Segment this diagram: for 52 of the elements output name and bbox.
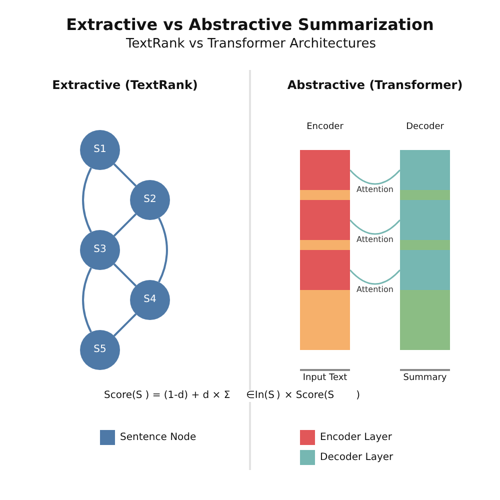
sentence-node [80, 230, 120, 270]
graph-edge [113, 263, 137, 287]
attention-arc [349, 269, 401, 285]
node-label: S2 [144, 194, 156, 206]
graph-edge [113, 313, 137, 337]
sentence-node [80, 330, 120, 370]
sentence-node [130, 280, 170, 320]
edge-label: Attention [356, 235, 394, 244]
edge-label: Attention [356, 285, 394, 294]
node-label: S1 [94, 144, 106, 156]
attention-arc [349, 169, 401, 185]
formula-text: ∈In(S [246, 390, 274, 402]
column-footer: Input Text [300, 369, 350, 384]
section-heading: Extractive (TextRank) [52, 79, 198, 93]
legend-label: Encoder Layer [320, 432, 392, 444]
node-label: S5 [94, 344, 106, 356]
section-heading: Abstractive (Transformer) [287, 79, 463, 93]
decoder-layer [400, 150, 450, 190]
decoder-sublayer [400, 190, 450, 200]
decoder-layer [400, 200, 450, 240]
sentence-node [130, 180, 170, 220]
encoder-layer [300, 200, 350, 240]
graph-edge [82, 267, 92, 333]
graph-edge [82, 167, 92, 233]
encoder-layer [300, 250, 350, 290]
node-label: S4 [144, 294, 156, 306]
formula-text: Score(S [104, 390, 142, 402]
formula-text: ) = (1-d) + d × Σ [145, 390, 230, 402]
graph-edge [113, 213, 137, 237]
decoder-layer [400, 250, 450, 290]
graph-edge [113, 163, 137, 187]
encoder-layer [300, 150, 350, 190]
edge-label: Attention [356, 185, 394, 194]
diagram-title: Extractive vs Abstractive Summarization [66, 16, 434, 34]
column-heading: Encoder [306, 122, 344, 132]
column-footer: Summary [400, 369, 450, 384]
encoder-sublayer [300, 190, 350, 200]
legend-label: Decoder Layer [320, 452, 394, 464]
encoder-sublayer [300, 240, 350, 250]
node-label: S3 [94, 244, 106, 256]
formula-text: ) [276, 390, 280, 402]
decoder-base-block [400, 290, 450, 350]
formula-text: × Score(S [284, 390, 334, 402]
graph-edge [158, 217, 168, 283]
column-heading: Decoder [406, 122, 444, 132]
subtitle: TextRank vs Transformer Architectures [126, 38, 376, 52]
attention-arc [349, 219, 401, 235]
sentence-node [80, 130, 120, 170]
formula-text: ) [356, 390, 360, 402]
decoder-sublayer [400, 240, 450, 250]
legend-label: Sentence Node [120, 432, 196, 444]
encoder-base-block [300, 290, 350, 350]
